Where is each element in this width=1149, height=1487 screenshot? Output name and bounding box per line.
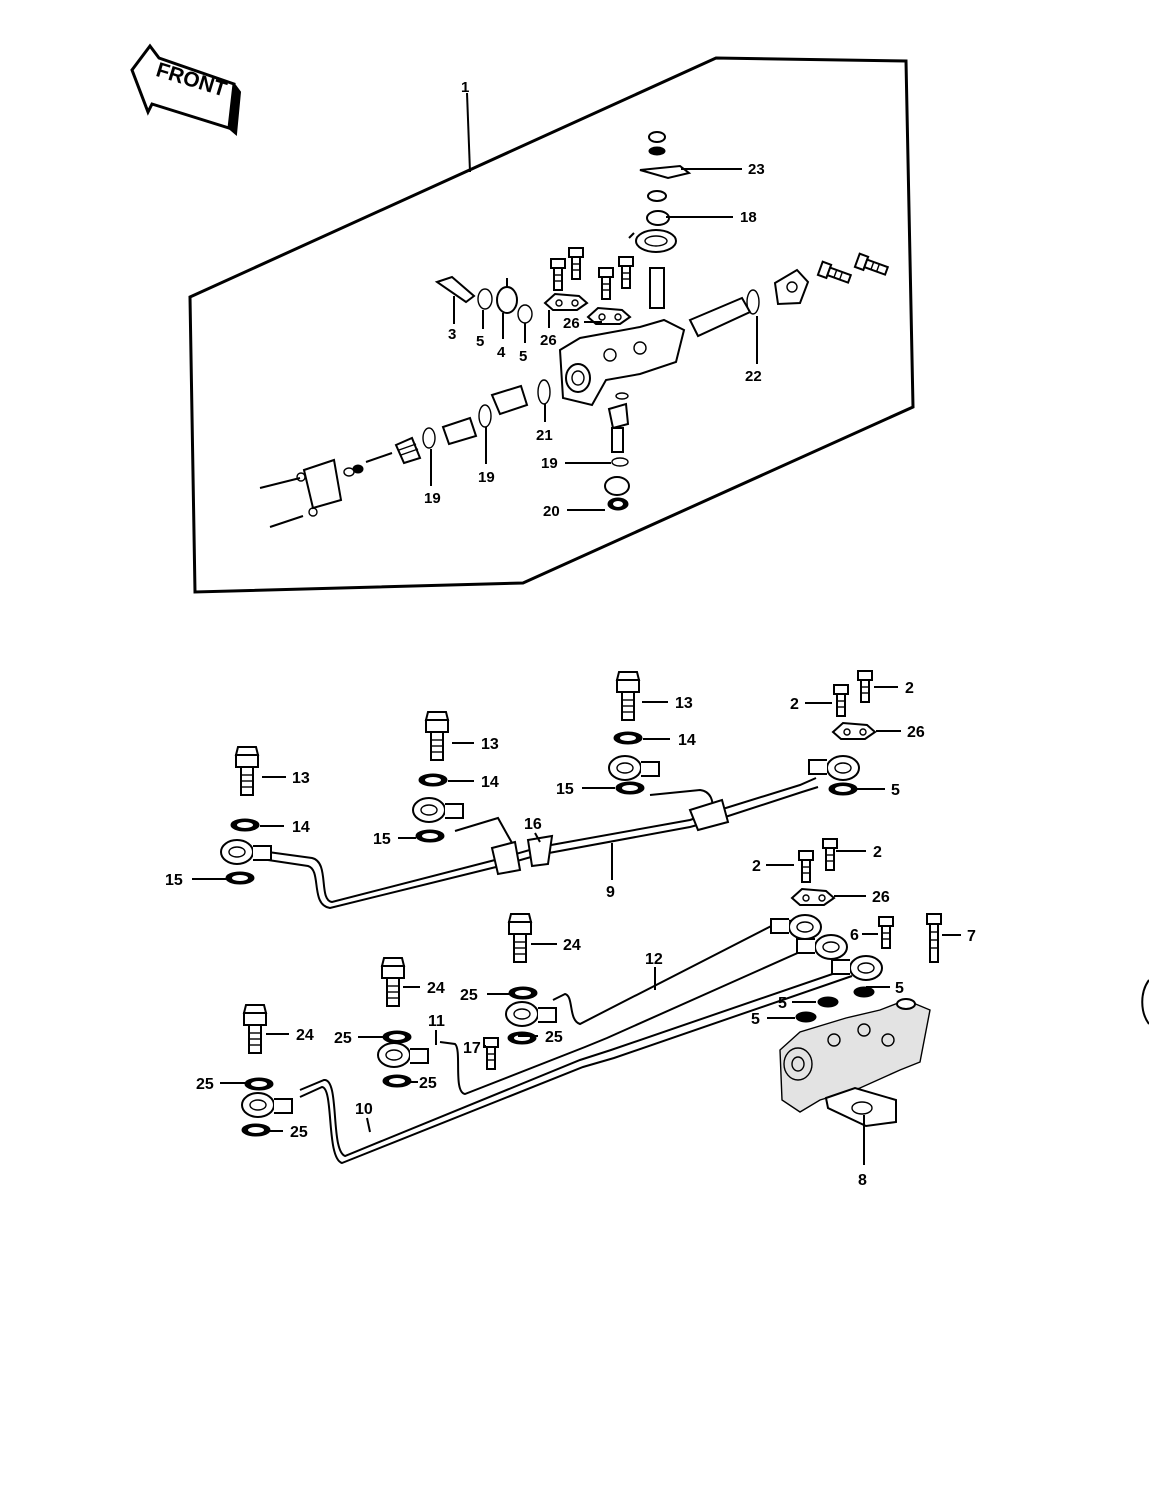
valve-assembly-parts xyxy=(259,131,890,528)
callout-5d: 5 xyxy=(895,980,904,997)
front-brake-lines xyxy=(220,670,876,910)
callout-26a: 26 xyxy=(540,332,557,349)
callout-17: 17 xyxy=(463,1040,481,1057)
assembly-outline xyxy=(188,56,915,594)
callout-5f: 5 xyxy=(751,1011,760,1028)
upper-callouts: 23 18 3 5 4 5 26 26 22 21 19 19 19 20 xyxy=(424,161,765,520)
callout-24c: 24 xyxy=(296,1027,314,1044)
callout-2c: 2 xyxy=(752,858,761,875)
callout-15b: 15 xyxy=(373,831,391,848)
callout-25e: 25 xyxy=(196,1076,214,1093)
callout-13c: 13 xyxy=(675,695,693,712)
callout-8: 8 xyxy=(858,1172,867,1189)
callout-19a: 19 xyxy=(424,490,441,507)
callout-26b: 26 xyxy=(563,315,580,332)
callout-15c: 15 xyxy=(556,781,574,798)
callout-24a: 24 xyxy=(563,937,581,954)
callout-26d: 26 xyxy=(872,889,890,906)
callout-2d: 2 xyxy=(873,844,882,861)
callout-7: 7 xyxy=(967,928,976,945)
callout-26c: 26 xyxy=(907,724,925,741)
rear-brake-lines xyxy=(241,838,942,1165)
callout-4: 4 xyxy=(497,344,506,361)
callout-25d: 25 xyxy=(419,1075,437,1092)
callout-9: 9 xyxy=(606,884,615,901)
callout-11: 11 xyxy=(428,1013,445,1030)
callout-19b: 19 xyxy=(478,469,495,486)
callout-12: 12 xyxy=(645,951,663,968)
callout-18: 18 xyxy=(740,209,757,226)
callout-2a: 2 xyxy=(790,696,799,713)
callout-25c: 25 xyxy=(334,1030,352,1047)
callout-20: 20 xyxy=(543,503,560,520)
callout-13a: 13 xyxy=(292,770,310,787)
callout-13b: 13 xyxy=(481,736,499,753)
page-edge-mark xyxy=(1141,979,1149,1025)
callout-14b: 14 xyxy=(481,774,499,791)
callout-1: 1 xyxy=(461,79,469,96)
callout-5a: 5 xyxy=(476,333,484,350)
callout-25b: 25 xyxy=(545,1029,563,1046)
callout-25f: 25 xyxy=(290,1124,308,1141)
front-arrow-icon: FRONT xyxy=(130,43,242,137)
callout-6: 6 xyxy=(850,927,859,944)
lower-callouts: 24 24 24 12 25 25 25 25 25 25 11 17 10 2… xyxy=(196,844,976,1189)
callout-21: 21 xyxy=(536,427,553,444)
callout-23: 23 xyxy=(748,161,765,178)
callout-5e: 5 xyxy=(778,995,787,1012)
callout-5b: 5 xyxy=(519,348,527,365)
callout-19c: 19 xyxy=(541,455,558,472)
middle-callouts: 13 14 15 13 14 15 13 14 15 16 9 2 2 26 5 xyxy=(165,680,925,901)
callout-3: 3 xyxy=(448,326,456,343)
callout-14c: 14 xyxy=(678,732,696,749)
callout-2b: 2 xyxy=(905,680,914,697)
callout-5c: 5 xyxy=(891,782,900,799)
callout-25a: 25 xyxy=(460,987,478,1004)
callout-14a: 14 xyxy=(292,819,310,836)
callout-10: 10 xyxy=(355,1101,373,1118)
callout-15a: 15 xyxy=(165,872,183,889)
callout-24b: 24 xyxy=(427,980,445,997)
callout-16: 16 xyxy=(524,816,542,833)
callout-22: 22 xyxy=(745,368,762,385)
